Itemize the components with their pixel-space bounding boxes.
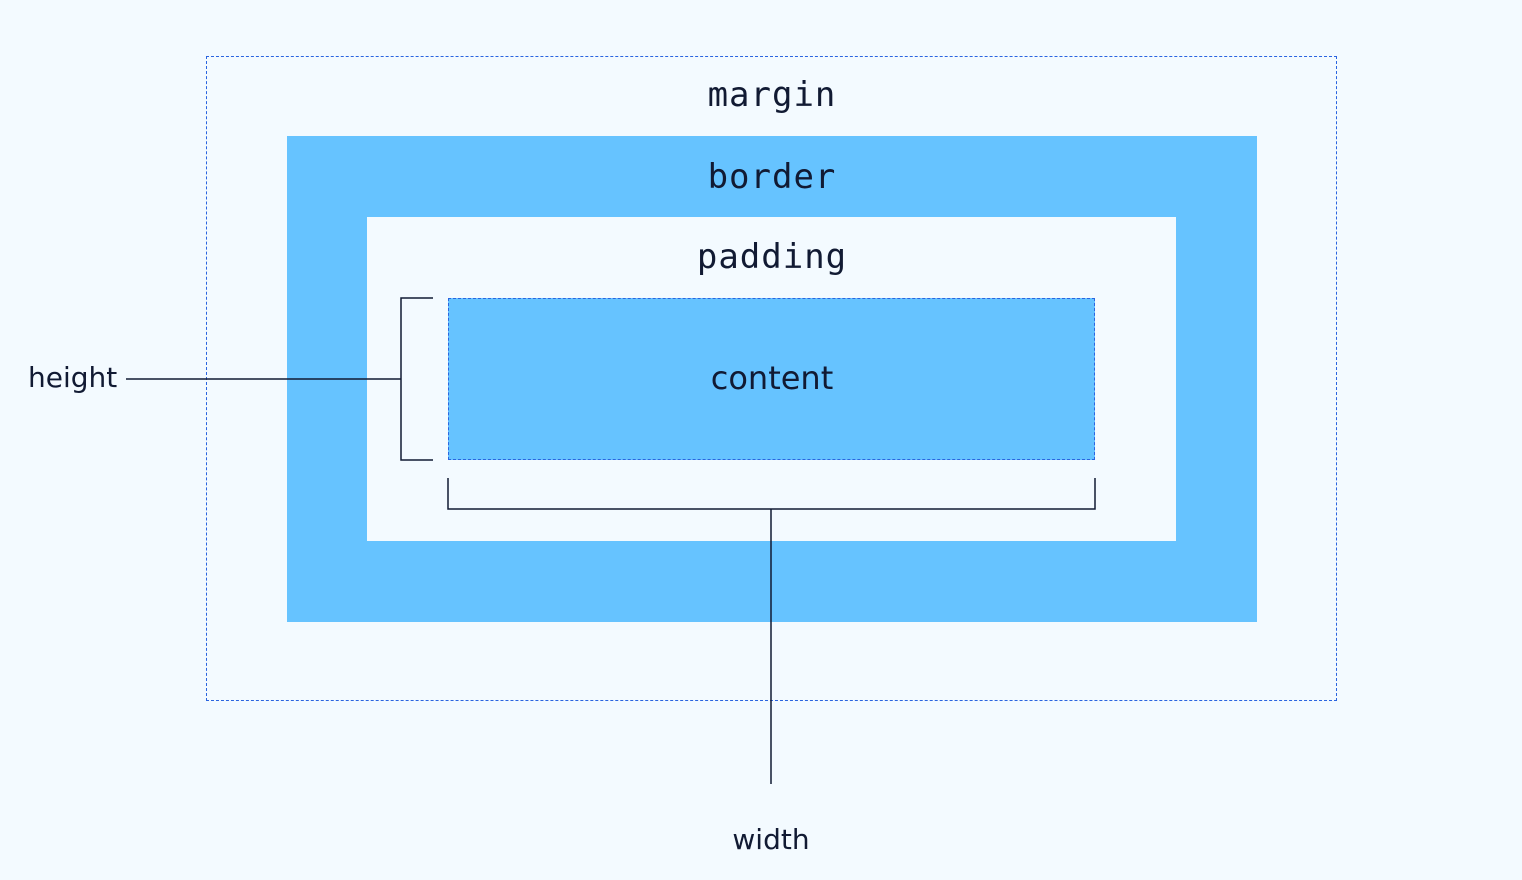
margin-label: margin <box>707 75 837 115</box>
border-label: border <box>707 157 837 197</box>
padding-label: padding <box>696 237 848 277</box>
width-label: width <box>732 823 810 856</box>
content-area <box>448 298 1095 460</box>
content-label: content <box>710 359 834 397</box>
height-label: height <box>28 361 118 394</box>
